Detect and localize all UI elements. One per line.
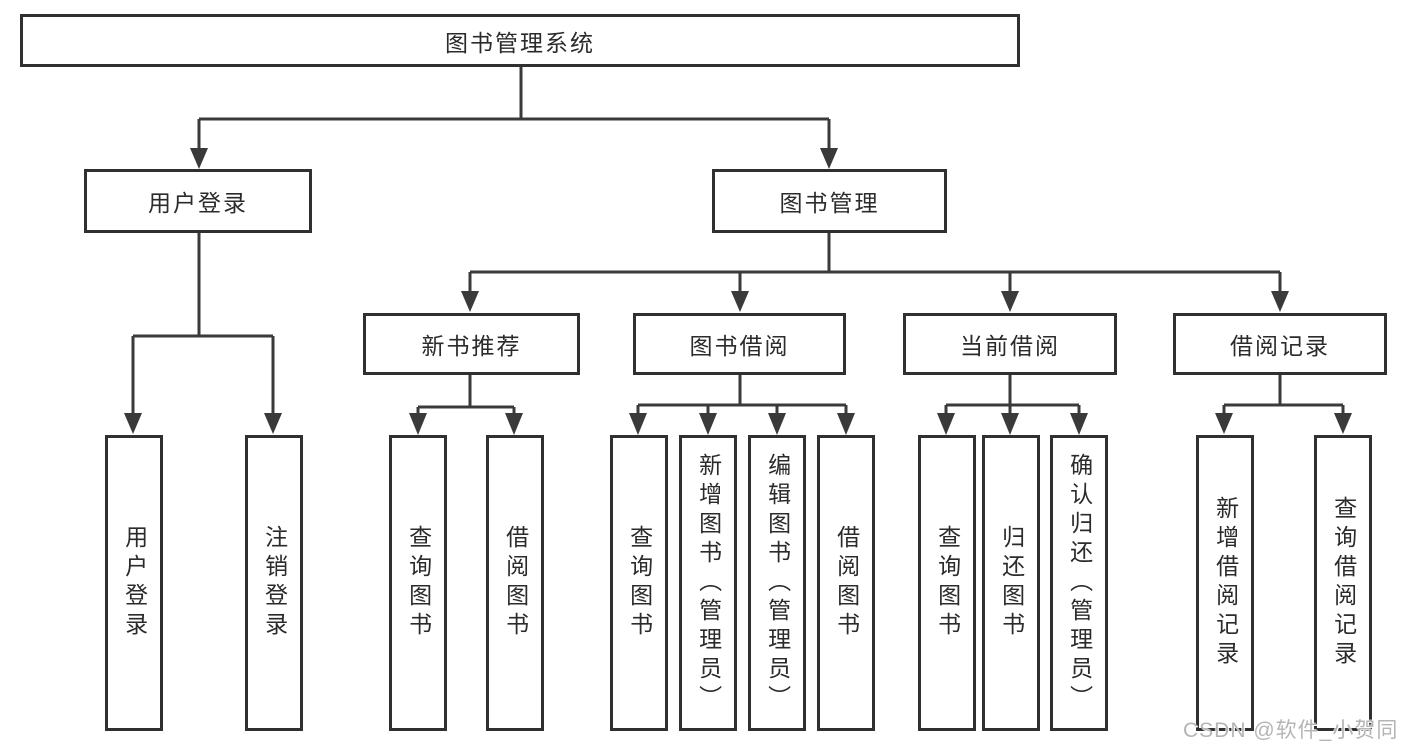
leaf-label: 编辑图书（管理员） [764, 452, 791, 714]
node-borrowing-records: 借阅记录 [1173, 313, 1387, 375]
leaf-label: 查询图书 [405, 525, 432, 641]
node-book-management: 图书管理 [712, 169, 947, 233]
connector-borrow-records-children [1215, 375, 1352, 434]
leaf-label: 借阅图书 [833, 525, 860, 641]
node-label: 用户登录 [148, 190, 248, 216]
leaf-label: 新增借阅记录 [1212, 496, 1239, 670]
leaf-label: 借阅图书 [502, 525, 529, 641]
leaf-label: 确认归还（管理员） [1066, 452, 1093, 714]
connector-current-borrow-children [937, 375, 1088, 435]
leaf-edit-books-admin: 编辑图书（管理员） [748, 435, 806, 731]
leaf-add-books-admin: 新增图书（管理员） [679, 435, 737, 731]
leaf-add-borrow-record: 新增借阅记录 [1196, 435, 1254, 731]
connector-root-to-level2 [190, 66, 838, 169]
connector-book-management-children [461, 233, 1289, 312]
connector-book-borrow-children [629, 375, 855, 435]
leaf-label: 新增图书（管理员） [695, 452, 722, 714]
node-label: 新书推荐 [421, 333, 522, 359]
leaf-query-books-1: 查询图书 [389, 435, 447, 731]
leaf-label: 用户登录 [121, 525, 148, 641]
node-book-borrowing: 图书借阅 [633, 313, 846, 375]
leaf-return-books: 归还图书 [982, 435, 1040, 731]
node-library-management-system: 图书管理系统 [20, 14, 1020, 67]
csdn-watermark: CSDN @软件_小贺同学 [1183, 719, 1399, 742]
leaf-borrow-books-1: 借阅图书 [486, 435, 544, 731]
leaf-user-login: 用户登录 [105, 435, 163, 731]
node-user-login: 用户登录 [84, 169, 312, 233]
connector-new-book-children [409, 375, 523, 435]
node-current-borrowing: 当前借阅 [903, 313, 1117, 375]
connector-user-login-children [124, 233, 282, 434]
node-label: 图书借阅 [689, 333, 790, 359]
leaf-confirm-return-admin: 确认归还（管理员） [1050, 435, 1108, 731]
leaf-label: 查询借阅记录 [1330, 496, 1357, 670]
leaf-query-books-2: 查询图书 [610, 435, 668, 731]
leaf-logout: 注销登录 [245, 435, 303, 731]
leaf-label: 查询图书 [626, 525, 653, 641]
node-new-book-recommendation: 新书推荐 [363, 313, 580, 375]
node-label: 图书管理系统 [445, 29, 595, 56]
node-label: 图书管理 [779, 190, 880, 216]
leaf-label: 查询图书 [934, 525, 961, 641]
leaf-query-books-3: 查询图书 [918, 435, 976, 731]
leaf-label: 归还图书 [998, 525, 1025, 641]
node-label: 当前借阅 [960, 333, 1060, 359]
leaf-query-borrow-record: 查询借阅记录 [1314, 435, 1372, 731]
leaf-borrow-books-2: 借阅图书 [817, 435, 875, 731]
leaf-label: 注销登录 [261, 525, 288, 641]
node-label: 借阅记录 [1230, 333, 1330, 359]
